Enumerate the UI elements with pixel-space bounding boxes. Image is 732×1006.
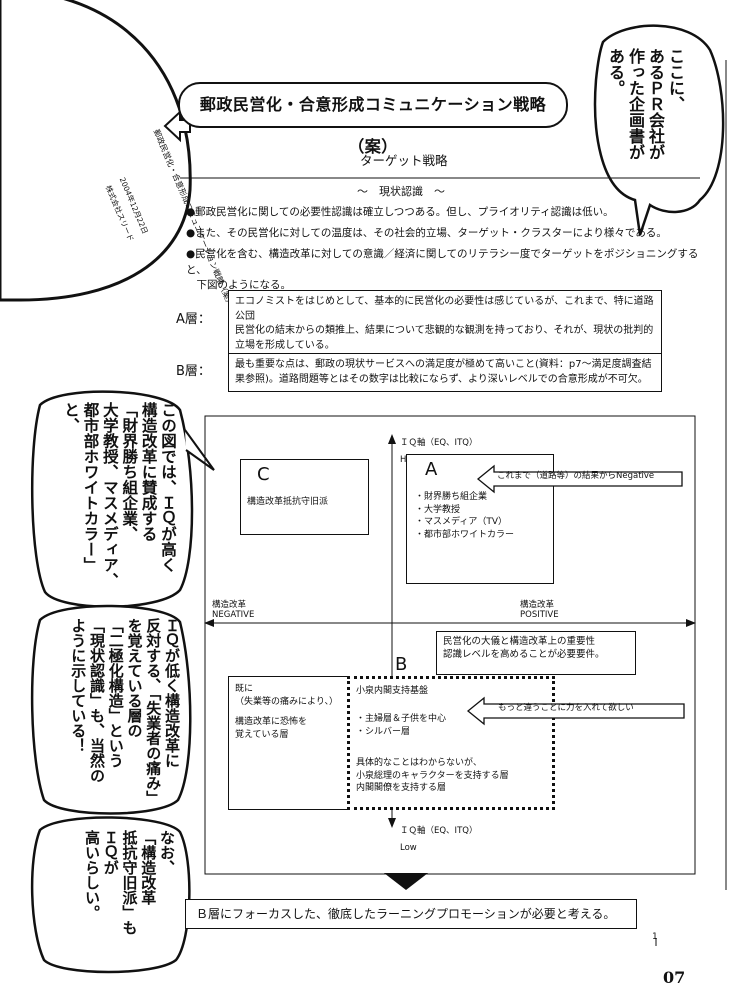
- fear-layer-line: 覚えている層: [235, 729, 289, 740]
- speech-bubble-left-2: ＩＱが低く構造改革に 反対する、「失業者の痛み」 を覚えている層の 「二極化構造…: [46, 618, 181, 808]
- section-subheading: ～ 現状認識 ～: [357, 185, 445, 198]
- bubble-left-3-line: なお、: [158, 830, 176, 875]
- bubble-left-2-line: 反対する、「失業者の痛み」: [144, 618, 163, 806]
- conclusion-box: Ｂ層にフォーカスした、徹底したラーニングプロモーションが必要と考える。: [185, 899, 637, 929]
- y-axis-top-label: ＩＱ軸（EQ、ITQ）: [400, 438, 478, 448]
- bubble-left-2-line: 「二極化構造」という: [106, 618, 125, 768]
- fear-layer-line: 既に: [235, 684, 254, 694]
- quadrant-b-callout: 民営化の大儀と構造改革上の重要性 認識レベルを高めることが必要要件。: [436, 631, 636, 675]
- bubble-left-3-line: 抵抗守旧派」も: [120, 830, 139, 935]
- quadrant-a-item: ・財界勝ち組企業: [415, 492, 488, 502]
- quadrant-a-item: ・大学教授: [415, 504, 461, 515]
- quadrant-c-letter: C: [257, 464, 270, 485]
- page-title: 郵政民営化・合意形成コミュニケーション戦略（案）: [178, 82, 568, 156]
- layer-a-line: エコノミストをはじめとして、基本的に民営化の必要性は感じているが、これまで、特に…: [235, 296, 654, 322]
- bubble-top-right-line-3: 作った企画書が: [626, 48, 645, 160]
- layer-b-line: 最も重要な点は、郵政の現状サービスへの満足度が極めて高いこと(資料：p7～満足度…: [235, 359, 652, 370]
- quadrant-b-list: ・主婦層＆子供を中心 ・シルバー層: [356, 713, 446, 738]
- layer-a-line: 民営化の結末からの類推上、結果について悲観的な観測を持っており、それが、現状の批…: [235, 325, 654, 336]
- bubble-left-1-line: 大学教授、マスメディア、: [100, 402, 119, 588]
- quadrant-b-title: 小泉内閣支持基盤: [356, 686, 429, 696]
- quadrant-b-desc-line: 小泉総理のキャラクターを支持する層: [356, 770, 509, 781]
- quadrant-b-arrow-text: もっと違うことに力を入れて欲しい: [498, 703, 634, 713]
- layer-a-box: エコノミストをはじめとして、基本的に民営化の必要性は感じているが、これまで、特に…: [228, 290, 662, 358]
- arrow-left-icon: [476, 464, 683, 494]
- quadrant-b-item: ・シルバー層: [356, 726, 411, 737]
- bullet-list: ●郵政民営化に関しての必要性認識は確立しつつある。但し、プライオリティ認識は低い…: [186, 205, 716, 293]
- footer-mark: 1: [652, 932, 658, 942]
- quadrant-a-item: ・マスメディア（TV）: [415, 517, 508, 528]
- arrow-left-icon: [466, 696, 685, 726]
- layer-b-label: B層：: [176, 364, 211, 379]
- bubble-left-1-line: 都市部ホワイトカラー」と、: [62, 402, 100, 573]
- layer-b-box: 最も重要な点は、郵政の現状サービスへの満足度が極めて高いこと(資料：p7～満足度…: [228, 353, 662, 392]
- fear-layer-line: 構造改革に恐怖を: [235, 717, 308, 728]
- quadrant-c-text: 構造改革抵抗守旧派: [247, 497, 329, 507]
- section-heading: ターゲット戦略: [360, 153, 448, 168]
- layer-a-line: 立場を形成している。: [235, 339, 335, 351]
- quadrant-b-desc-line: 内閣閣僚を支持する層: [356, 783, 447, 794]
- bubble-left-2-line: ように示している！: [69, 618, 88, 753]
- bubble-left-1-line: 「財界勝ち組企業、: [120, 402, 139, 542]
- quadrant-b-item: ・主婦層＆子供を中心: [356, 714, 447, 724]
- fear-layer-line: [235, 708, 365, 716]
- bubble-left-2-line: を覚えている層の: [125, 618, 144, 738]
- quadrant-a-list: ・財界勝ち組企業 ・大学教授 ・マスメディア（TV） ・都市部ホワイトカラー: [415, 491, 514, 541]
- bubble-top-right-line-1: ここに、: [666, 48, 685, 112]
- speech-bubble-top-right: ここに、 あるＰＲ会社が 作った企画書が ある。: [605, 48, 685, 218]
- x-axis-right-end: POSITIVE: [520, 610, 559, 620]
- x-axis-right-label: 構造改革: [520, 600, 555, 610]
- quadrant-b-desc-line: 具体的なことはわからないが、: [356, 758, 482, 768]
- document-image: 郵政民営化・合意形成コミュニケーション戦略（案） 2004年12月22日 株式会…: [50, 108, 235, 308]
- bubble-left-2-line: 「現状認識」も、当然の: [88, 618, 106, 783]
- bullet-item: 下図のようになる。: [186, 278, 291, 291]
- quadrant-c-box: C 構造改革抵抗守旧派: [240, 459, 369, 535]
- speech-bubble-left-1: この図では、ＩＱが高く 構造改革に賛成する 「財界勝ち組企業、 大学教授、マスメ…: [52, 402, 177, 602]
- quadrant-b-desc: 具体的なことはわからないが、 小泉総理のキャラクターを支持する層 内閣閣僚を支持…: [356, 757, 509, 795]
- bubble-left-2-line: ＩＱが低く構造改革に: [163, 618, 181, 768]
- quadrant-a-item: ・都市部ホワイトカラー: [415, 529, 515, 540]
- x-axis-left-end: NEGATIVE: [212, 610, 255, 620]
- bullet-item: ●民営化を含む、構造改革に対しての意識／経済に関してのリテラシー度でターゲットを…: [186, 248, 699, 276]
- speech-bubble-left-3: なお、 「構造改革 抵抗守旧派」も ＩＱが 高いらしい。: [56, 830, 176, 965]
- quadrant-b-callout-line: 認識レベルを高めることが必要要件。: [443, 649, 605, 661]
- page-number: 07: [663, 968, 686, 987]
- bubble-left-3-line: 「構造改革: [139, 830, 158, 905]
- y-axis-bottom-label: ＩＱ軸（EQ、ITQ）: [400, 826, 478, 836]
- bubble-left-1-line: 構造改革に賛成する: [139, 402, 158, 542]
- layer-a-label: A層：: [176, 312, 211, 327]
- bubble-top-right-line-4: ある。: [606, 48, 625, 96]
- x-axis-left-label: 構造改革: [212, 600, 247, 610]
- fear-layer-line: （失業等の痛みにより、）: [235, 696, 338, 707]
- bubble-left-3-line: 高いらしい。: [83, 830, 101, 920]
- bubble-left-3-line: ＩＱが: [101, 830, 120, 875]
- bubble-left-1-line: この図では、ＩＱが高く: [159, 402, 177, 573]
- y-axis-bottom-end: Low: [400, 843, 417, 853]
- bullet-item: ●郵政民営化に関しての必要性認識は確立しつつある。但し、プライオリティ認識は低い…: [186, 206, 614, 218]
- quadrant-b-callout-line: 民営化の大儀と構造改革上の重要性: [443, 636, 596, 647]
- quadrant-b-letter: B: [395, 654, 408, 675]
- quadrant-a-arrow-text: これまで（道路等）の結果からNegative: [497, 471, 655, 481]
- quadrant-b-box: 小泉内閣支持基盤 ・主婦層＆子供を中心 ・シルバー層 具体的なことはわからないが…: [347, 676, 555, 810]
- layer-b-line: 果参照)。道路問題等とはその数字は比較にならず、より深いレベルでの合意形成が不可…: [235, 373, 648, 385]
- bubble-top-right-line-2: あるＰＲ会社が: [646, 48, 665, 160]
- quadrant-a-letter: A: [425, 459, 438, 480]
- bullet-item: ●また、その民営化に対しての温度は、その社会的立場、ターゲット・クラスターにより…: [186, 227, 667, 240]
